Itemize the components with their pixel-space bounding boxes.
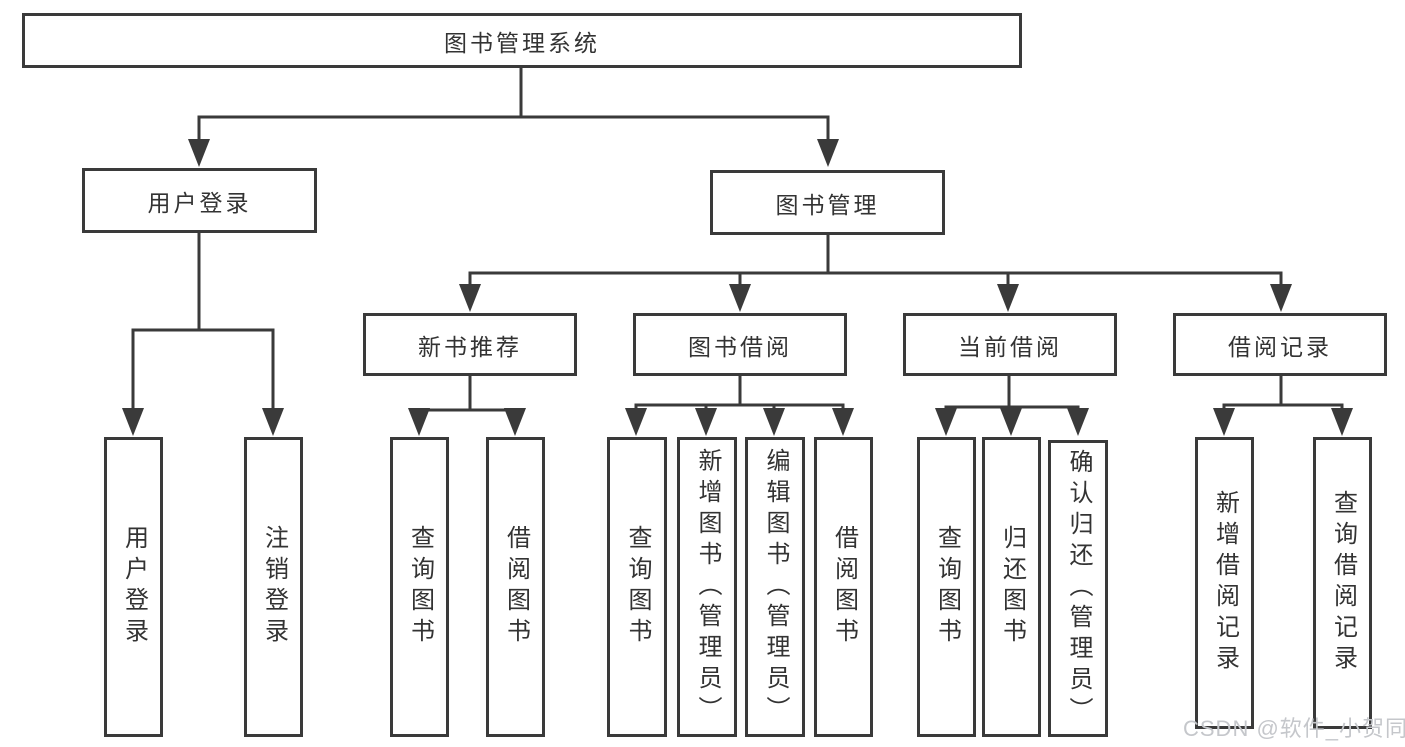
arrow-down-icon xyxy=(188,139,210,167)
arrow-down-icon xyxy=(459,284,481,312)
leaf-query-books-recommend: 查询图书 xyxy=(390,437,449,737)
node-book-mgmt: 图书管理 xyxy=(710,170,945,235)
leaf-query-books-current-label: 查询图书 xyxy=(933,525,961,649)
leaf-confirm-return-admin-label: 确认归还（管理员） xyxy=(1065,449,1092,728)
arrow-down-icon xyxy=(625,408,647,436)
node-book-borrow-label: 图书借阅 xyxy=(688,333,792,360)
node-new-book-recommend: 新书推荐 xyxy=(363,313,577,376)
leaf-return-books-label: 归还图书 xyxy=(998,525,1026,649)
leaf-logout-label: 注销登录 xyxy=(260,525,288,649)
leaf-logout: 注销登录 xyxy=(244,437,303,737)
user-login-bus-line xyxy=(131,328,275,425)
node-user-login: 用户登录 xyxy=(82,168,317,233)
level3-bus-line xyxy=(468,271,1283,300)
leaf-query-borrow-record-label: 查询借阅记录 xyxy=(1329,490,1357,676)
arrow-down-icon xyxy=(504,408,526,436)
leaf-query-books-recommend-label: 查询图书 xyxy=(406,525,434,649)
leaf-confirm-return-admin: 确认归还（管理员） xyxy=(1048,440,1108,737)
node-borrow-records-label: 借阅记录 xyxy=(1228,333,1332,360)
arrow-down-icon xyxy=(262,408,284,436)
arrow-down-icon xyxy=(1331,408,1353,436)
leaf-add-borrow-record: 新增借阅记录 xyxy=(1195,437,1254,729)
arrow-down-icon xyxy=(1067,408,1089,436)
leaf-query-borrow-record: 查询借阅记录 xyxy=(1313,437,1372,729)
arrow-down-icon xyxy=(817,139,839,167)
node-current-borrow-label: 当前借阅 xyxy=(958,333,1062,360)
node-book-mgmt-label: 图书管理 xyxy=(775,191,880,218)
leaf-edit-books-admin-label: 编辑图书（管理员） xyxy=(762,447,789,727)
arrow-down-icon xyxy=(935,408,957,436)
leaf-query-books-current: 查询图书 xyxy=(917,437,976,737)
leaf-add-books-admin: 新增图书（管理员） xyxy=(677,437,737,737)
leaf-query-books-borrow: 查询图书 xyxy=(607,437,667,737)
leaf-query-books-borrow-label: 查询图书 xyxy=(624,525,651,649)
arrow-down-icon xyxy=(729,284,751,312)
node-root: 图书管理系统 xyxy=(22,13,1022,68)
arrowhead-group xyxy=(122,139,1353,436)
node-borrow-records: 借阅记录 xyxy=(1173,313,1387,376)
node-current-borrow: 当前借阅 xyxy=(903,313,1117,376)
new-book-rec-bus-line xyxy=(417,408,517,428)
node-new-book-recommend-label: 新书推荐 xyxy=(418,333,522,360)
arrow-down-icon xyxy=(763,408,785,436)
arrow-down-icon xyxy=(997,284,1019,312)
arrow-down-icon xyxy=(832,408,854,436)
level2-bus-line xyxy=(197,115,830,162)
leaf-add-borrow-record-label: 新增借阅记录 xyxy=(1211,490,1239,676)
borrow-records-bus-line xyxy=(1222,403,1344,428)
arrow-down-icon xyxy=(695,408,717,436)
book-borrow-bus-line xyxy=(634,403,845,428)
arrow-down-icon xyxy=(122,408,144,436)
leaf-user-login-label: 用户登录 xyxy=(120,525,148,649)
node-user-login-label: 用户登录 xyxy=(147,189,252,216)
leaf-add-books-admin-label: 新增图书（管理员） xyxy=(694,447,721,727)
leaf-edit-books-admin: 编辑图书（管理员） xyxy=(745,437,805,737)
node-book-borrow: 图书借阅 xyxy=(633,313,847,376)
arrow-down-icon xyxy=(1000,408,1022,436)
leaf-return-books: 归还图书 xyxy=(982,437,1041,737)
watermark: CSDN @软件_小贺同学 xyxy=(1183,716,1405,741)
leaf-borrow-books-label: 借阅图书 xyxy=(830,525,858,649)
arrow-down-icon xyxy=(1213,408,1235,436)
leaf-borrow-books: 借阅图书 xyxy=(814,437,873,737)
leaf-borrow-books-recommend-label: 借阅图书 xyxy=(502,525,530,649)
node-root-label: 图书管理系统 xyxy=(444,29,600,56)
leaf-user-login: 用户登录 xyxy=(104,437,163,737)
arrow-down-icon xyxy=(1270,284,1292,312)
arrow-down-icon xyxy=(408,408,430,436)
leaf-borrow-books-recommend: 借阅图书 xyxy=(486,437,545,737)
